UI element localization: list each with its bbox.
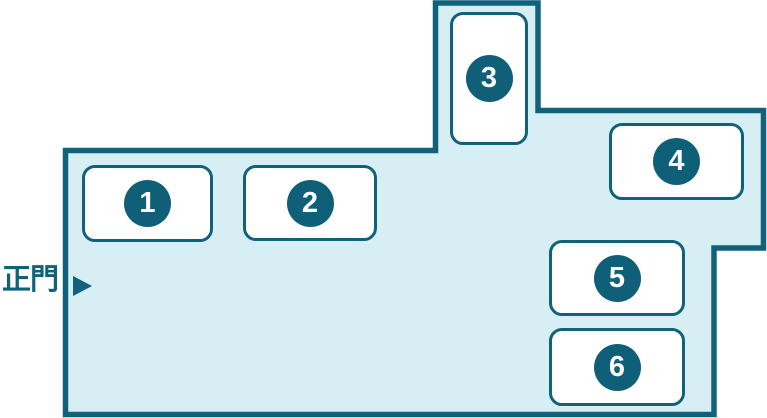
area-number-3: 3 [480, 62, 498, 94]
area-box-4: 4 [609, 123, 744, 200]
area-number-6: 6 [608, 350, 626, 383]
area-box-6: 6 [549, 328, 685, 406]
area-number-5: 5 [608, 261, 626, 294]
area-number-badge-1: 1 [124, 180, 171, 227]
area-box-2: 2 [243, 165, 377, 241]
area-number-badge-3: 3 [465, 55, 513, 102]
area-number-2: 2 [301, 186, 319, 219]
area-number-1: 1 [139, 187, 156, 219]
area-box-3: 3 [450, 12, 528, 145]
area-number-badge-6: 6 [593, 343, 641, 391]
area-number-badge-2: 2 [286, 179, 334, 227]
gate-arrow-icon [73, 276, 92, 296]
main-gate-label: 正門 [2, 264, 59, 296]
area-number-4: 4 [668, 145, 685, 177]
area-box-1: 1 [82, 165, 213, 242]
area-box-5: 5 [549, 240, 685, 316]
area-number-badge-4: 4 [653, 138, 700, 185]
area-number-badge-5: 5 [593, 254, 641, 302]
